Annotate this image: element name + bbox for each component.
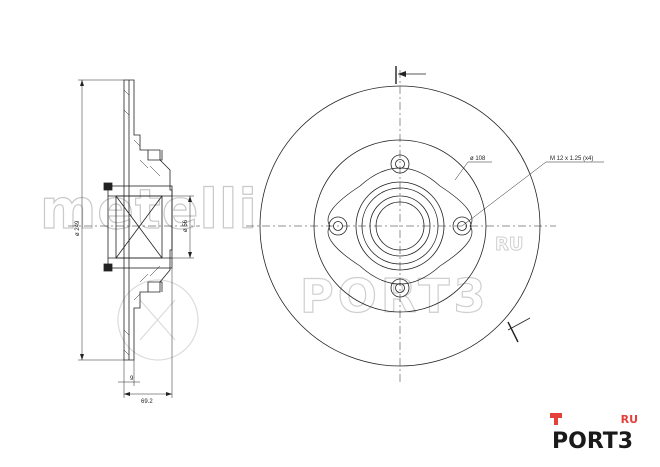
thickness-label: 9 [130, 376, 134, 382]
watermark: metelli PORT3 RU [39, 177, 524, 361]
hub-diameter-label: ø 56 [183, 219, 189, 232]
front-view [246, 66, 604, 382]
watermark-autoport: PORT3 [300, 269, 490, 323]
outer-diameter-label: ø 249 [75, 220, 81, 236]
side-view-labels: ø 249 ø 56 9 69.2 [75, 219, 189, 405]
side-section-view [68, 79, 200, 398]
autoport-logo: RU PORT3 [550, 413, 640, 454]
bolt-circle-label: ø 108 [470, 156, 486, 162]
logo-text: PORT3 [552, 429, 634, 454]
thread-label: M 12 x 1.25 (x4) [550, 156, 593, 162]
piston-icon [550, 413, 562, 425]
total-height-label: 69.2 [141, 399, 153, 405]
logo-ru: RU [620, 413, 638, 426]
watermark-brand: metelli [40, 178, 258, 241]
front-view-labels: ø 108 M 12 x 1.25 (x4) [470, 156, 593, 162]
watermark-ru: RU [495, 234, 523, 255]
